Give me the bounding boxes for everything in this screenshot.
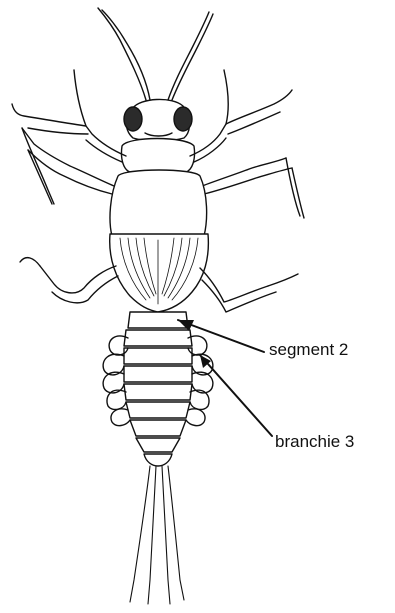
- head: [124, 99, 192, 141]
- antennae: [98, 8, 213, 100]
- right-eye: [174, 107, 192, 131]
- abdominal-segment: [124, 330, 192, 346]
- label-gill: branchie 3: [275, 432, 354, 451]
- abdominal-segment: [124, 384, 192, 400]
- left-eye: [124, 107, 142, 131]
- abdominal-segment: [136, 438, 180, 452]
- abdominal-segment: [126, 402, 190, 418]
- abdominal-segment: [124, 366, 192, 382]
- label-segment: segment 2: [269, 340, 348, 359]
- abdominal-segment: [124, 348, 192, 364]
- abdomen: [124, 312, 192, 466]
- wing-pads: [110, 234, 209, 312]
- abdomen-tip: [144, 454, 172, 466]
- gill-leader-line: [200, 355, 272, 436]
- pronotum: [121, 139, 194, 173]
- cerci: [130, 466, 184, 604]
- mesothorax: [110, 170, 207, 236]
- abdominal-segment: [130, 420, 186, 436]
